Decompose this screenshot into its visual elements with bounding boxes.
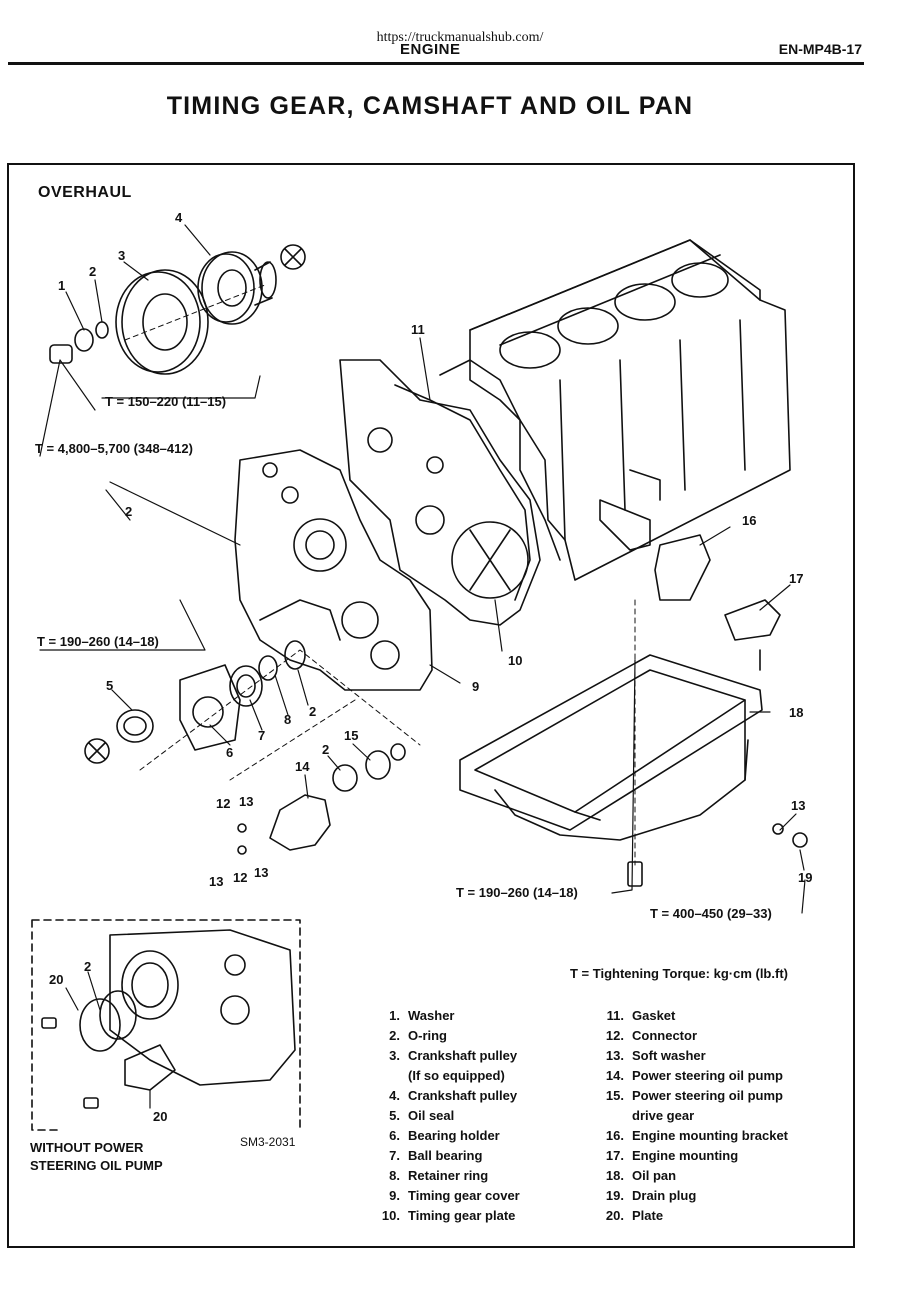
legend-right: 11.Gasket 12.Connector 13.Soft washer 14… (594, 1006, 788, 1226)
fasteners-drawing (627, 823, 808, 887)
callout-20: 20 (153, 1109, 168, 1124)
legend-item: 3.Crankshaft pulley (389, 1048, 518, 1063)
figure-frame (7, 163, 855, 1248)
torque-cover-bolt: T = 190–260 (14–18) (37, 634, 159, 649)
legend-item: 12.Connector (605, 1028, 697, 1043)
callout-14: 14 (295, 759, 310, 774)
legend-item: drive gear (632, 1108, 695, 1123)
page-code: EN-MP4B-17 (778, 41, 862, 57)
legend-item: 1.Washer (389, 1008, 455, 1023)
callout-3: 3 (118, 248, 126, 263)
callout-2: 2 (89, 264, 97, 279)
torque-crank-pulley: T = 4,800–5,700 (348–412) (35, 441, 193, 456)
callout-19: 19 (798, 870, 813, 885)
callout-12: 12 (233, 870, 248, 885)
callout-2: 2 (125, 504, 133, 519)
legend-item: 5.Oil seal (389, 1108, 455, 1123)
engine-block-drawing (439, 239, 791, 581)
legend-item: 8.Retainer ring (389, 1168, 489, 1183)
inset-caption-line2: STEERING OIL PUMP (30, 1158, 163, 1173)
torque-oil-pan-bolt: T = 190–260 (14–18) (456, 885, 578, 900)
legend-item: 13.Soft washer (605, 1048, 706, 1063)
callout-4: 4 (175, 210, 183, 225)
legend-item: 20.Plate (605, 1208, 664, 1223)
callout-5: 5 (106, 678, 114, 693)
callout-13: 13 (791, 798, 806, 813)
legend-item: 7.Ball bearing (389, 1148, 483, 1163)
legend-item: 15.Power steering oil pump (605, 1088, 783, 1103)
callout-15: 15 (344, 728, 359, 743)
legend-item: 18.Oil pan (605, 1168, 677, 1183)
discard-marks (84, 244, 306, 764)
oil-pan-drawing (459, 654, 763, 841)
figure-code: SM3-2031 (240, 1135, 296, 1149)
inset-caption-line1: WITHOUT POWER (30, 1140, 144, 1155)
callout-18: 18 (789, 705, 804, 720)
overhaul-heading: OVERHAUL (38, 184, 132, 201)
timing-gear-cover-drawing (234, 449, 433, 691)
torque-crank-bolt: T = 150–220 (11–15) (105, 394, 227, 409)
legend-item: 19.Drain plug (605, 1188, 697, 1203)
callout-13: 13 (239, 794, 254, 809)
legend-item: 6.Bearing holder (389, 1128, 500, 1143)
header-rule (8, 62, 864, 65)
inset-frame (31, 919, 301, 1131)
legend-item: (If so equipped) (408, 1068, 505, 1083)
inset-drawing (41, 929, 296, 1109)
assembly-axes (124, 284, 636, 866)
callout-2: 2 (322, 742, 330, 757)
legend-item: 9.Timing gear cover (389, 1188, 520, 1203)
legend-item: 10.Timing gear plate (381, 1208, 516, 1223)
section-header: ENGINE (400, 41, 461, 58)
legend-item: 11.Gasket (606, 1008, 676, 1023)
legend-item: 4.Crankshaft pulley (389, 1088, 518, 1103)
callout-17: 17 (789, 571, 804, 586)
legend-left: 1.Washer 2.O-ring 3.Crankshaft pulley (I… (370, 1006, 520, 1226)
page-title: TIMING GEAR, CAMSHAFT AND OIL PAN (166, 92, 694, 120)
legend-item: 2.O-ring (389, 1028, 447, 1043)
callout-10: 10 (508, 653, 523, 668)
callout-13: 13 (209, 874, 224, 889)
washer-oring-drawing (49, 321, 109, 364)
callout-20: 20 (49, 972, 64, 987)
callout-13: 13 (254, 865, 269, 880)
callout-8: 8 (284, 712, 292, 727)
callout-1: 1 (58, 278, 66, 293)
callout-9: 9 (472, 679, 480, 694)
engine-mounting-drawing (654, 534, 781, 671)
source-url: https://truckmanualshub.com/ (376, 30, 544, 45)
power-steering-pump-drawing (237, 743, 406, 855)
callout-16: 16 (742, 513, 757, 528)
legend-item: 16.Engine mounting bracket (605, 1128, 789, 1143)
legend-item: 14.Power steering oil pump (605, 1068, 783, 1083)
bearing-holder-drawing (116, 640, 306, 751)
callout-2: 2 (309, 704, 317, 719)
callout-7: 7 (258, 728, 266, 743)
callout-6: 6 (226, 745, 234, 760)
crankshaft-pulley-drawing (115, 251, 277, 375)
callout-2: 2 (84, 959, 92, 974)
inset-caption: WITHOUT POWER STEERING OIL PUMP (30, 1139, 163, 1175)
torque-drain-plug: T = 400–450 (29–33) (650, 906, 772, 921)
callout-12: 12 (216, 796, 231, 811)
torque-definition: T = Tightening Torque: kg·cm (lb.ft) (570, 966, 788, 981)
callout-11: 11 (411, 322, 425, 337)
legend-item: 17.Engine mounting (605, 1148, 739, 1163)
